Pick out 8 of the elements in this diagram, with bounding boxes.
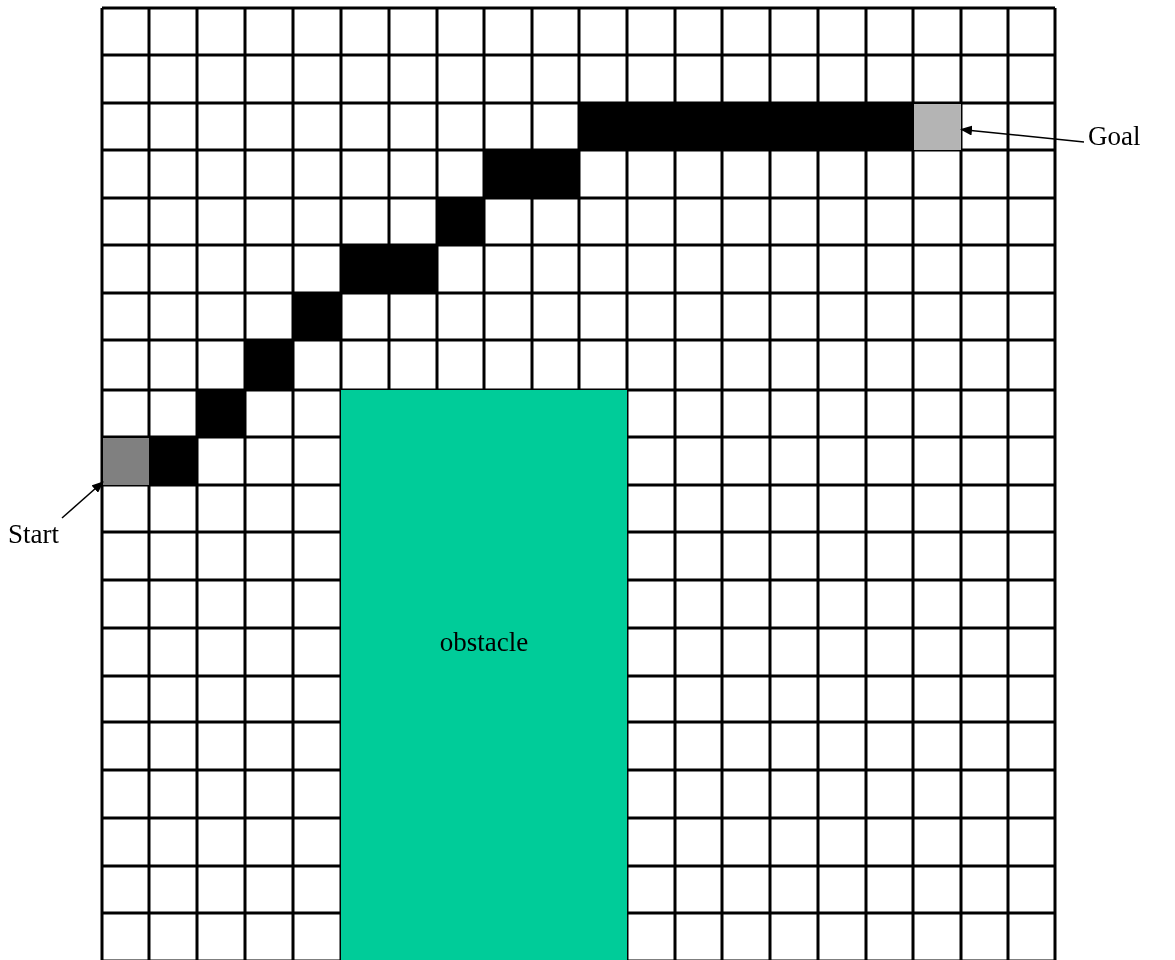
leader-line [61, 481, 104, 519]
start-label: Start [8, 518, 59, 550]
goal-cell [914, 104, 961, 150]
start-cell [103, 438, 149, 485]
goal-label: Goal [1088, 120, 1141, 152]
obstacle-area [341, 390, 627, 960]
leader-line [960, 125, 1085, 143]
area-label: obstacle [438, 626, 530, 658]
